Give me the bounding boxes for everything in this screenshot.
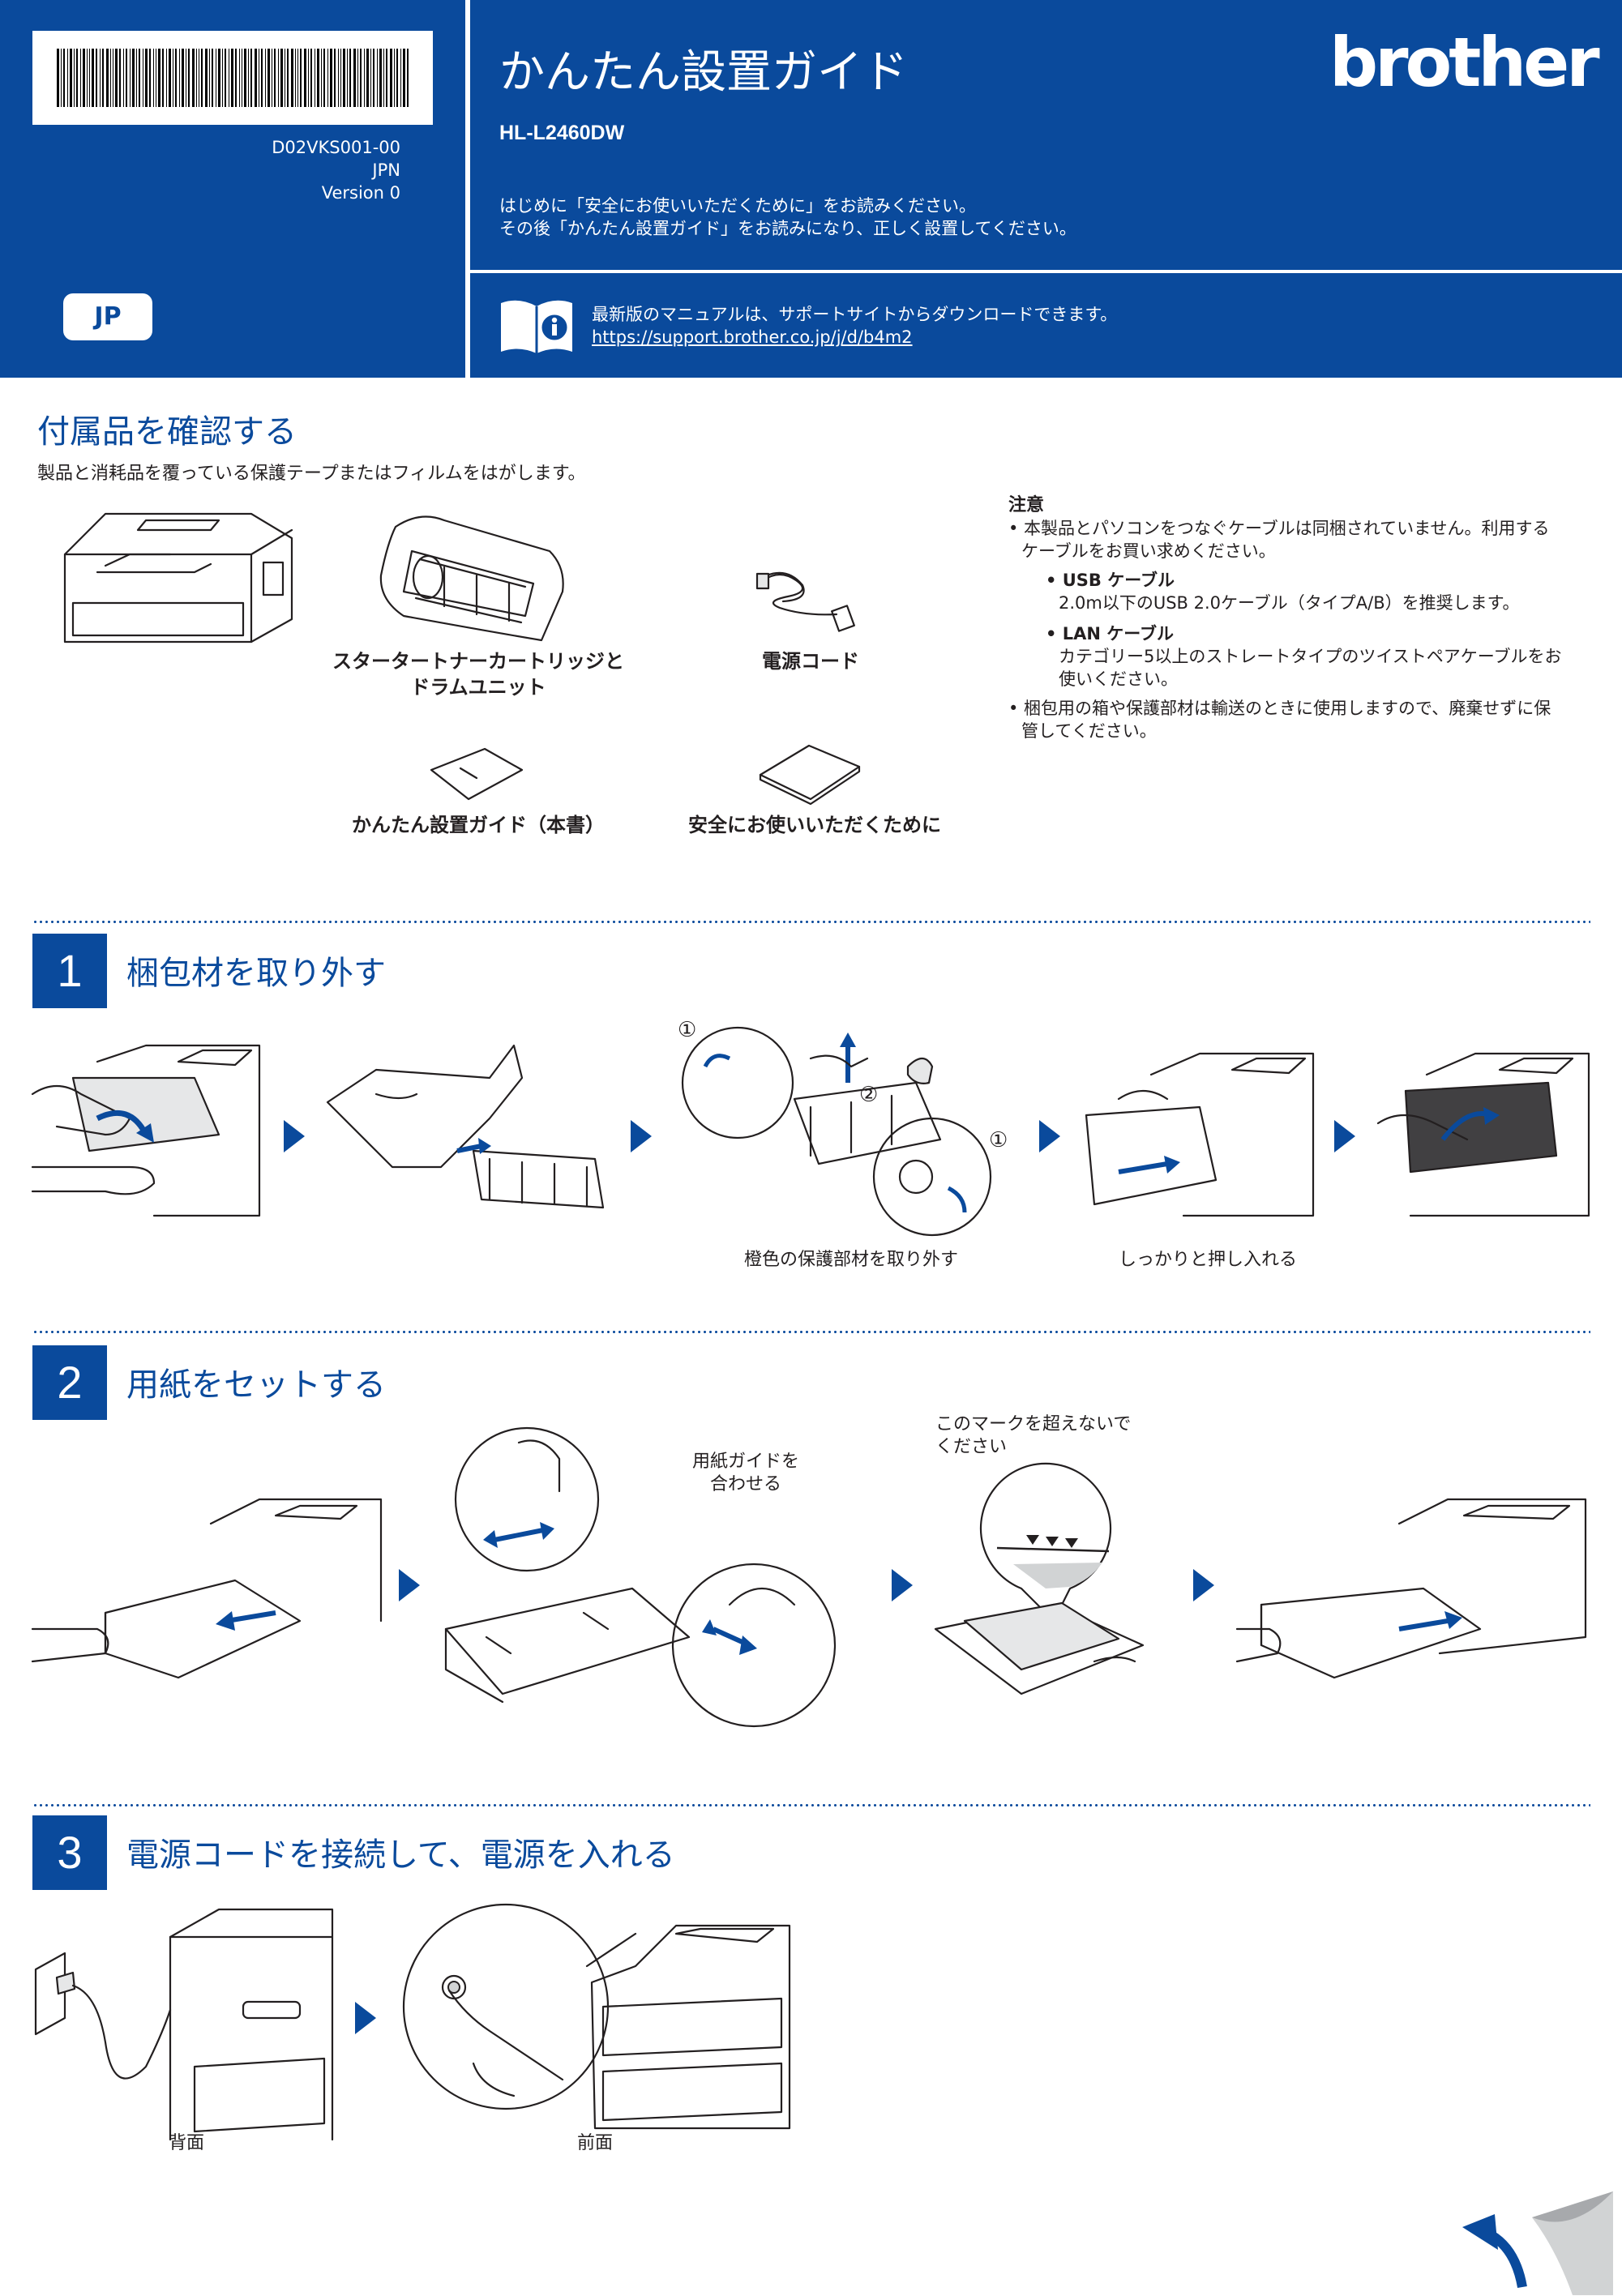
- step1-remove-protector-illustration: [681, 1026, 992, 1237]
- note-usb-text: 2.0m以下のUSB 2.0ケーブル（タイプA/B）を推奨します。: [1059, 593, 1520, 613]
- model-name: HL-L2460DW: [499, 122, 625, 144]
- caption-adjust-guides-1: 用紙ガイドを: [691, 1452, 799, 1472]
- step-3-number: 3: [32, 1815, 107, 1890]
- doc-code-version: Version 0: [321, 183, 400, 203]
- caption-toner-line-1: スタータートナーカートリッジと: [332, 650, 624, 673]
- page-title: かんたん設置ガイド: [499, 46, 908, 99]
- caption-power-cord: 電源コード: [762, 650, 859, 673]
- brand-logo: brother: [1329, 23, 1600, 102]
- toner-drum-illustration: [379, 515, 564, 642]
- caption-push-in: しっかりと押し入れる: [1118, 1250, 1297, 1270]
- note-bullet-1b: ケーブルをお買い求めください。: [1021, 541, 1276, 561]
- note-usb-title: • USB ケーブル: [1046, 571, 1175, 590]
- header-right-panel: [470, 0, 1622, 378]
- doc-code-country: JPN: [372, 160, 400, 180]
- barcode: [57, 49, 409, 107]
- callout-1-bottom: ①: [989, 1128, 1008, 1152]
- next-arrow-icon: [892, 1569, 913, 1601]
- caption-remove-protector: 橙色の保護部材を取り外す: [743, 1250, 958, 1270]
- section-divider-3: [32, 1804, 1590, 1806]
- next-arrow-icon: [284, 1120, 305, 1152]
- step-2-title: 用紙をセットする: [126, 1366, 386, 1404]
- caption-adjust-guides-2: 合わせる: [709, 1474, 781, 1494]
- caption-back: 背面: [168, 2133, 204, 2153]
- next-arrow-icon: [1334, 1120, 1355, 1152]
- note-lan-title: • LAN ケーブル: [1046, 624, 1174, 643]
- section-divider-2: [32, 1331, 1590, 1333]
- accessories-subtext: 製品と消耗品を覆っている保護テープまたはフィルムをはがします。: [37, 464, 586, 484]
- step2-load-paper-illustration: [934, 1462, 1145, 1695]
- document-code: D02VKS001-00 JPN Version 0: [211, 136, 400, 204]
- step1-unwrap-illustration: [326, 1044, 605, 1209]
- section-divider-1: [32, 921, 1590, 923]
- note-title: 注意: [1008, 495, 1045, 515]
- safety-booklet-illustration: [759, 744, 861, 806]
- step3-power-on-illustration: [402, 1903, 791, 2130]
- note-lan-text-1: カテゴリー5以上のストレートタイプのツイストペアケーブルをお: [1059, 647, 1562, 666]
- next-arrow-icon: [1039, 1120, 1060, 1152]
- step1-close-cover-illustration: [1376, 1052, 1590, 1217]
- step1-insert-drum-illustration: [1085, 1052, 1315, 1217]
- caption-max-mark: このマークを超えないで ください: [935, 1413, 1131, 1459]
- caption-max-mark-1: このマークを超えないで: [935, 1414, 1132, 1434]
- printer-illustration: [63, 512, 293, 643]
- quick-guide-illustration: [430, 747, 524, 801]
- doc-code-number: D02VKS001-00: [272, 138, 400, 157]
- next-arrow-icon: [355, 2002, 376, 2034]
- intro-line-1: はじめに「安全にお使いいただくために」をお読みください。: [499, 196, 976, 216]
- note-bullet-2b: 管してください。: [1021, 721, 1157, 741]
- support-info: 最新版のマニュアルは、サポートサイトからダウンロードできます。 https://…: [592, 303, 1117, 348]
- note-block: 注意 • 本製品とパソコンをつなぐケーブルは同梱されていません。利用する ケーブ…: [1008, 494, 1592, 742]
- step3-connect-cord-illustration: [34, 1908, 334, 2141]
- callout-2: ②: [859, 1083, 879, 1107]
- accessories-heading: 付属品を確認する: [37, 413, 297, 451]
- page-turn-icon[interactable]: [1451, 2185, 1621, 2295]
- next-arrow-icon: [1193, 1569, 1214, 1601]
- caption-toner-line-2: ドラムユニット: [410, 676, 546, 699]
- caption-max-mark-2: ください: [935, 1437, 1008, 1457]
- caption-safety: 安全にお使いいただくために: [688, 814, 941, 836]
- step2-insert-tray-illustration: [1235, 1498, 1587, 1679]
- language-badge: JP: [63, 293, 152, 340]
- book-info-icon: [501, 300, 572, 353]
- note-bullet-1a: • 本製品とパソコンをつなぐケーブルは同梱されていません。利用する: [1008, 519, 1550, 538]
- caption-toner: スタータートナーカートリッジと ドラムユニット: [316, 648, 640, 700]
- intro-text: はじめに「安全にお使いいただくために」をお読みください。 その後「かんたん設置ガ…: [499, 195, 1076, 240]
- intro-line-2: その後「かんたん設置ガイド」をお読みになり、正しく設置してください。: [499, 219, 1076, 238]
- support-link[interactable]: https://support.brother.co.jp/j/d/b4m2: [592, 327, 913, 347]
- power-cord-illustration: [755, 571, 855, 632]
- step-1-number: 1: [32, 934, 107, 1008]
- note-lan-text-2: 使いください。: [1059, 669, 1178, 689]
- barcode-label: [32, 31, 433, 125]
- step-1-title: 梱包材を取り外す: [126, 955, 386, 992]
- step2-pull-tray-illustration: [31, 1498, 383, 1679]
- next-arrow-icon: [631, 1120, 652, 1152]
- note-bullet-2a: • 梱包用の箱や保護部材は輸送のときに使用しますので、廃棄せずに保: [1008, 699, 1551, 718]
- caption-front: 前面: [576, 2133, 613, 2153]
- header-divider: [470, 270, 1622, 273]
- caption-quick-guide: かんたん設置ガイド（本書）: [352, 814, 605, 836]
- step2-adjust-guides-illustration: [444, 1426, 837, 1728]
- step-2-number: 2: [32, 1345, 107, 1420]
- support-info-text: 最新版のマニュアルは、サポートサイトからダウンロードできます。: [592, 305, 1118, 324]
- step1-open-cover-illustration: [31, 1044, 261, 1217]
- caption-adjust-guides: 用紙ガイドを 合わせる: [681, 1451, 811, 1496]
- next-arrow-icon: [399, 1569, 420, 1601]
- callout-1-top: ①: [678, 1018, 697, 1042]
- step-3-title: 電源コードを接続して、電源を入れる: [126, 1836, 675, 1874]
